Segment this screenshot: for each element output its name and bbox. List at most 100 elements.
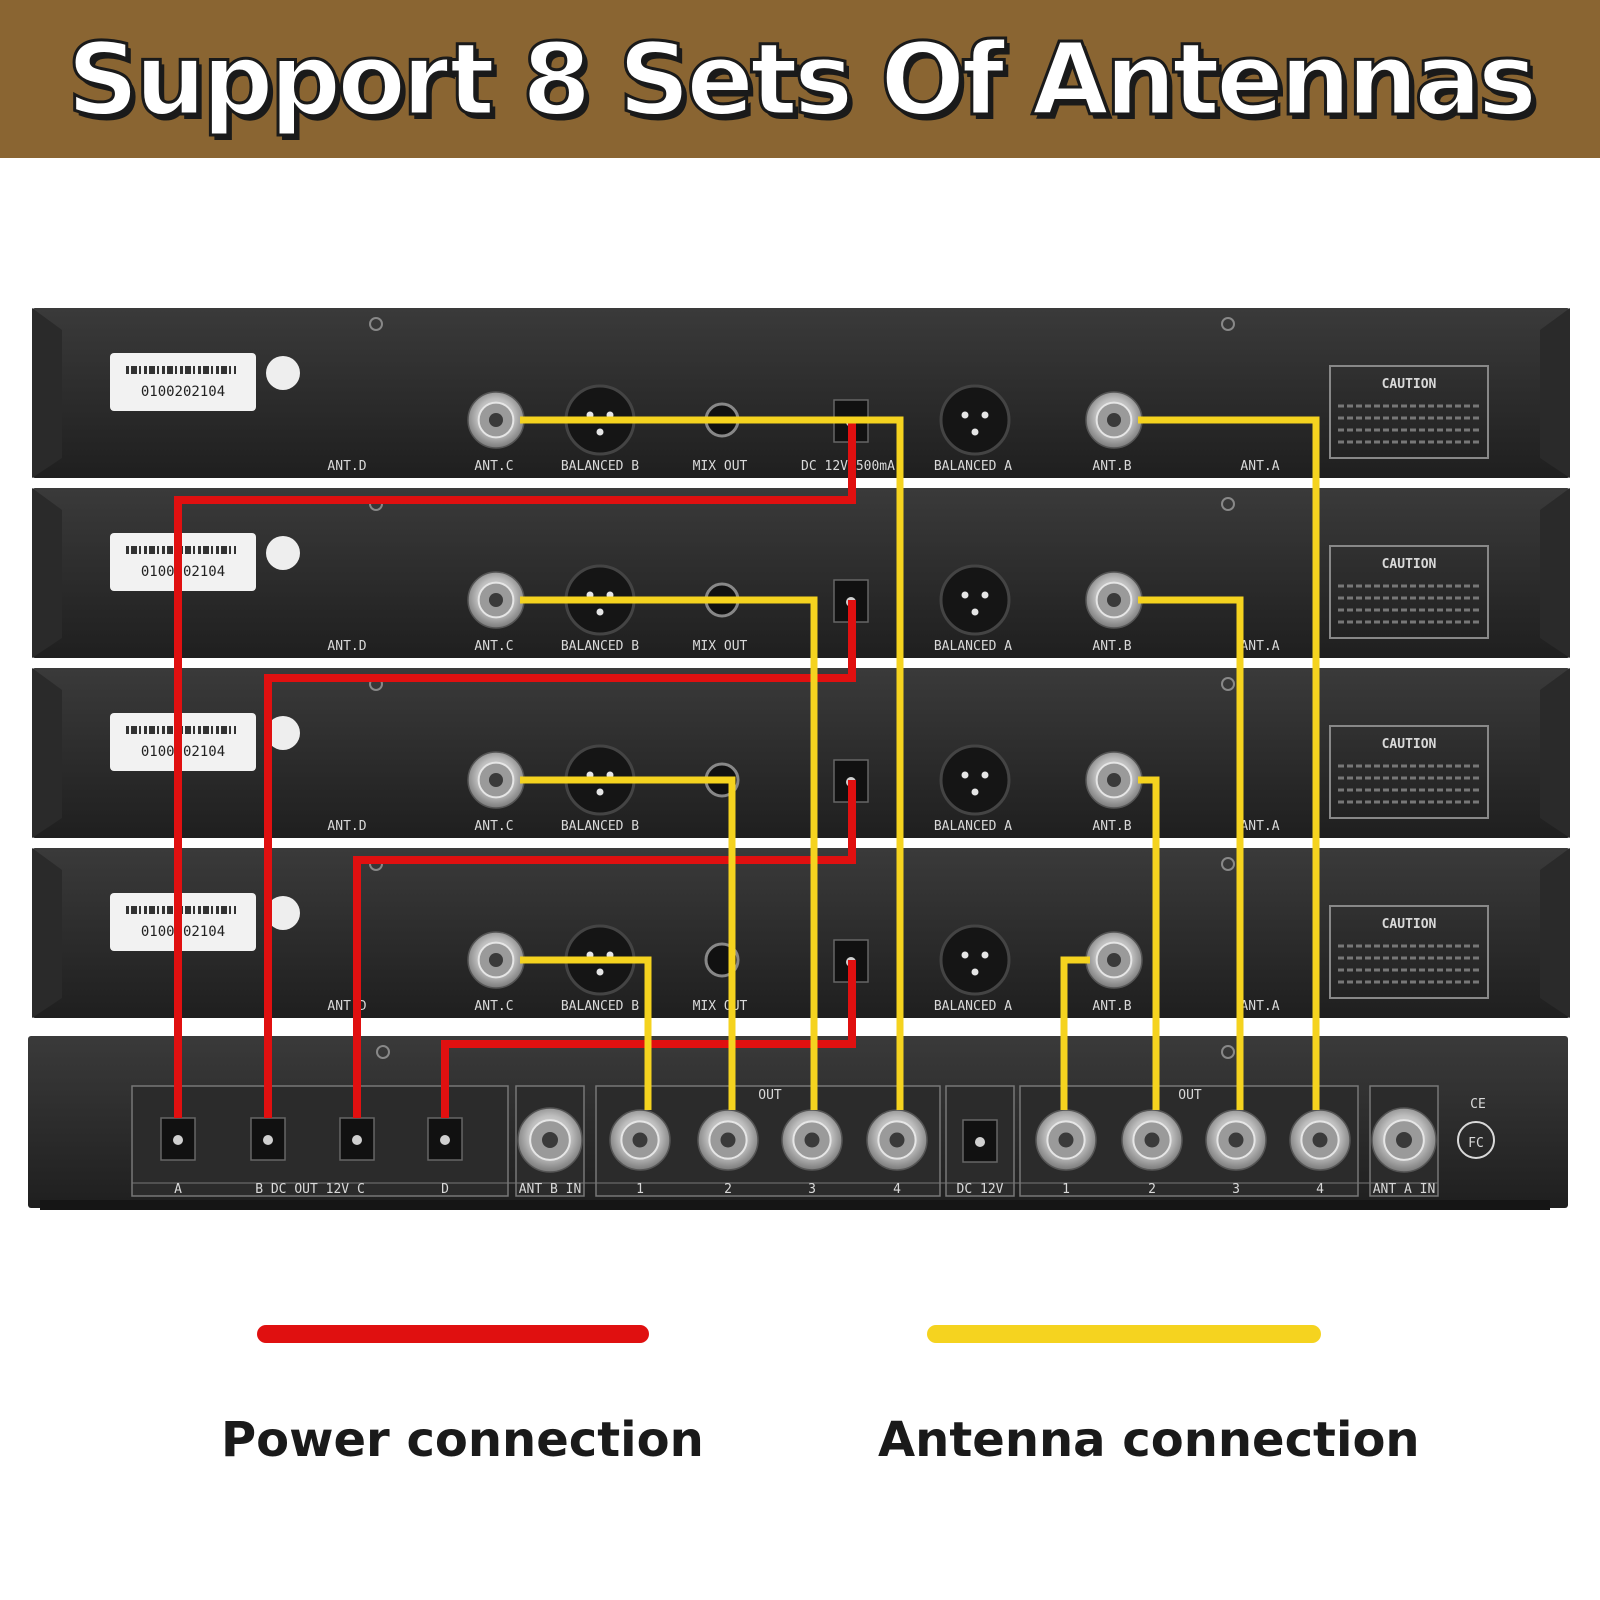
fc-mark-icon: [1457, 1121, 1495, 1159]
dc-jack-body: [962, 1119, 998, 1163]
serial-sticker: [110, 713, 256, 771]
ant-c-connector: [467, 391, 525, 449]
xlr-pin: [596, 968, 604, 976]
right-out-connector: [1121, 1109, 1183, 1171]
certification-icon: [266, 896, 300, 930]
antenna-cable: [520, 416, 904, 1110]
bnc-pin: [632, 1132, 648, 1148]
xlr-pin: [596, 788, 604, 796]
right-out-port-number: 1: [1062, 1182, 1070, 1197]
port-label: BALANCED B: [561, 819, 639, 834]
dc-out-jack: [160, 1117, 196, 1161]
dc-in-jack: [962, 1119, 998, 1163]
dc-out-jack: [339, 1117, 375, 1161]
chassis-bevel-right: [1540, 488, 1570, 658]
left-out-port-number: 4: [893, 1182, 901, 1197]
right-out-title: OUT: [1178, 1088, 1202, 1103]
bnc-pin: [489, 593, 503, 607]
balanced-a-connector: [939, 924, 1011, 996]
port-label: ANT.D: [327, 639, 366, 654]
right-out-port-number: 2: [1148, 1182, 1156, 1197]
left-out-connector: [781, 1109, 843, 1171]
fc-mark: FC: [1468, 1136, 1484, 1151]
screw-icon: [1221, 497, 1235, 511]
port-label: ANT.A: [1240, 459, 1279, 474]
port-label: ANT.C: [474, 459, 513, 474]
bnc-pin: [1058, 1132, 1074, 1148]
screw-icon: [376, 1045, 390, 1059]
port-label: ANT.C: [474, 999, 513, 1014]
left-out-connector: [697, 1109, 759, 1171]
xlr-pin: [971, 968, 979, 976]
right-out-connector: [1205, 1109, 1267, 1171]
right-out-connector: [1035, 1109, 1097, 1171]
port-label: ANT.B: [1092, 819, 1131, 834]
port-label: BALANCED B: [561, 459, 639, 474]
port-label: BALANCED A: [934, 459, 1012, 474]
left-out-connector: [866, 1109, 928, 1171]
receiver-chassis: [32, 488, 1570, 658]
left-out-connector: [609, 1109, 671, 1171]
left-out-port-number: 3: [808, 1182, 816, 1197]
ant-c-connector: [467, 751, 525, 809]
right-in-label: ANT A IN: [1373, 1182, 1436, 1197]
port-label: ANT.D: [327, 819, 366, 834]
left-out-port-number: 2: [724, 1182, 732, 1197]
antenna-cable: [520, 956, 652, 1110]
bnc-pin: [720, 1132, 736, 1148]
serial-sticker: [110, 893, 256, 951]
bnc-pin: [1107, 413, 1121, 427]
port-label: ANT.A: [1240, 819, 1279, 834]
xlr-pin: [961, 951, 969, 959]
dc-in-panel: [945, 1085, 1015, 1197]
receiver-chassis: [32, 308, 1570, 478]
xlr-pin: [981, 591, 989, 599]
xlr-shell: [939, 924, 1011, 996]
dc-jack-pin: [263, 1135, 273, 1145]
serial-number: 0100 02104: [141, 564, 225, 580]
left-in-label: ANT B IN: [519, 1182, 582, 1197]
port-label: BALANCED A: [934, 999, 1012, 1014]
bnc-pin: [1312, 1132, 1328, 1148]
antenna-cable: [1138, 596, 1244, 1110]
dc-out-jack: [427, 1117, 463, 1161]
caution-label: [1329, 365, 1489, 459]
xlr-shell: [939, 564, 1011, 636]
balanced-a-connector: [939, 564, 1011, 636]
chassis-bevel-left: [32, 668, 62, 838]
caution-title: CAUTION: [1382, 557, 1437, 572]
ant-b-connector: [1085, 751, 1143, 809]
screw-icon: [1221, 1045, 1235, 1059]
port-label: MIX OUT: [693, 459, 748, 474]
title-banner: Support 8 Sets Of Antennas: [0, 0, 1600, 158]
power-cable: [264, 600, 856, 1118]
xlr-shell: [939, 384, 1011, 456]
bnc-pin: [1107, 773, 1121, 787]
bnc-pin: [542, 1132, 558, 1148]
caution-title: CAUTION: [1382, 917, 1437, 932]
chassis-bevel-right: [1540, 668, 1570, 838]
bnc-pin: [489, 413, 503, 427]
certification-icon: [266, 536, 300, 570]
dc-out-jack: [250, 1117, 286, 1161]
xlr-pin: [961, 411, 969, 419]
ant-c-connector: [467, 571, 525, 629]
power-cable: [353, 780, 856, 1118]
bnc-pin: [1107, 593, 1121, 607]
port-label: ANT.B: [1092, 459, 1131, 474]
left-out-port-number: 1: [636, 1182, 644, 1197]
antenna-cable: [520, 776, 736, 1110]
xlr-pin: [596, 608, 604, 616]
balanced-a-connector: [939, 744, 1011, 816]
xlr-pin: [981, 771, 989, 779]
screw-icon: [1221, 677, 1235, 691]
dc-out-label-center: B DC OUT 12V C: [255, 1182, 365, 1197]
chassis-bevel-left: [32, 308, 62, 478]
balanced-a-connector: [939, 384, 1011, 456]
port-label: MIX OUT: [693, 999, 748, 1014]
ant-b-in-connector: [517, 1107, 583, 1173]
antenna-cables: [520, 416, 1320, 1110]
screw-icon: [369, 317, 383, 331]
bnc-pin: [804, 1132, 820, 1148]
